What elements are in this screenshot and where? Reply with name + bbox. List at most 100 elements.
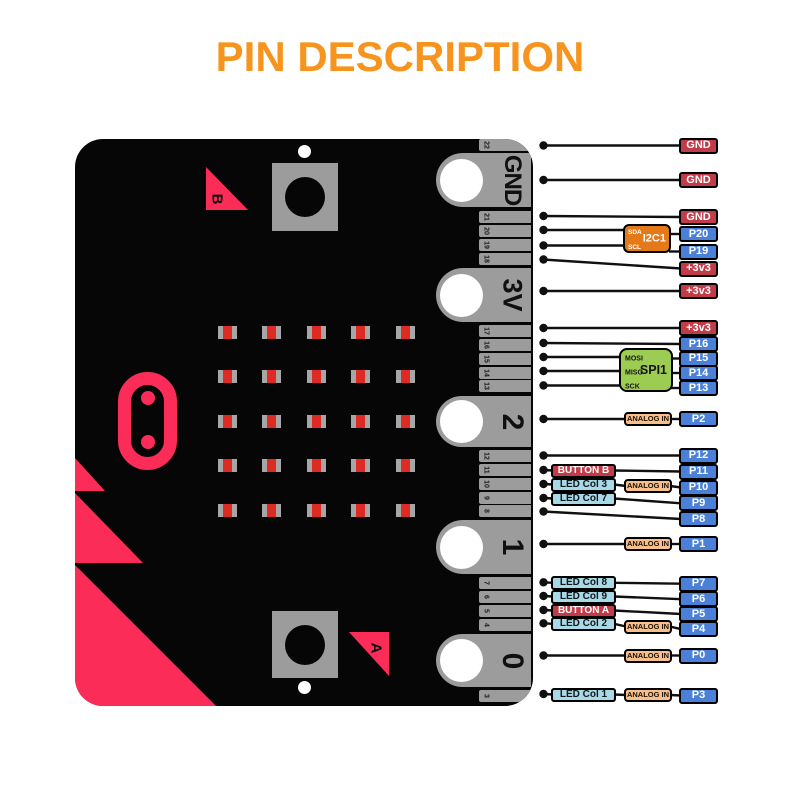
led-r4-c1 <box>217 459 237 472</box>
led-r1-c2 <box>262 325 281 339</box>
pin-box-p12: P12 <box>679 447 718 464</box>
mounting-hole-top <box>298 145 311 158</box>
edge-pad-hole <box>439 273 483 317</box>
pin-box-p11: P11 <box>679 463 718 480</box>
led-die <box>267 459 276 472</box>
led-die <box>311 459 321 472</box>
edge-pin-20 <box>479 224 531 237</box>
pin-box-p9: P9 <box>679 495 718 512</box>
label-button-a: BUTTON A <box>551 603 616 618</box>
button-a-dome <box>285 624 325 665</box>
led-die <box>311 503 321 517</box>
pin-box-p4: P4 <box>679 621 718 638</box>
pin-box-+3v3: +3v3 <box>679 283 718 299</box>
edge-pin-4 <box>479 619 531 631</box>
pin-box-p0: P0 <box>679 647 718 664</box>
edge-pad-hole <box>439 525 483 569</box>
pin-box-+3v3: +3v3 <box>679 260 718 277</box>
led-die <box>400 459 410 472</box>
group-sub-sck: SCK <box>625 383 640 391</box>
edge-pin-10 <box>479 477 531 490</box>
led-r5-c1 <box>217 503 237 517</box>
led-die <box>222 370 232 383</box>
led-die <box>400 370 410 383</box>
edge-pin-12 <box>479 450 531 462</box>
label-analog-in: ANALOG IN <box>624 479 672 493</box>
edge-pin-3 <box>479 690 531 702</box>
edge-pad-hole <box>439 639 483 682</box>
button-a <box>272 611 338 678</box>
led-die <box>356 370 365 383</box>
pin-box-p1: P1 <box>679 536 718 552</box>
led-die <box>267 325 276 339</box>
touch-logo-dot-top <box>141 391 155 405</box>
edge-pin-18 <box>479 252 531 265</box>
label-analog-in: ANALOG IN <box>624 412 672 426</box>
pin-box-+3v3: +3v3 <box>679 320 718 336</box>
led-die <box>311 325 321 339</box>
pin-box-p20: P20 <box>679 226 718 242</box>
pin-box-p2: P2 <box>679 411 718 427</box>
label-analog-in: ANALOG IN <box>624 537 672 551</box>
label-led-col-3: LED Col 3 <box>551 477 616 492</box>
pin-box-p7: P7 <box>679 575 718 592</box>
led-die <box>267 503 276 517</box>
button-b-dome <box>285 177 325 217</box>
led-r1-c5 <box>395 325 415 339</box>
pin-box-gnd: GND <box>679 209 718 225</box>
edge-pin-5 <box>479 605 531 617</box>
edge-pin-7 <box>479 576 531 589</box>
led-r2-c5 <box>395 370 415 383</box>
edge-pin-21 <box>479 211 531 223</box>
led-die <box>400 414 410 428</box>
pin-box-p8: P8 <box>679 511 718 527</box>
group-sub-scl: SCL <box>628 243 641 251</box>
edge-pin-8 <box>479 505 531 517</box>
led-die <box>222 503 232 517</box>
pin-box-p14: P14 <box>679 365 718 381</box>
edge-pin-13 <box>479 380 531 392</box>
pin-box-p19: P19 <box>679 243 718 260</box>
led-die <box>356 503 365 517</box>
led-die <box>311 370 321 383</box>
led-die <box>356 414 365 428</box>
led-r4-c4 <box>351 459 370 472</box>
edge-pin-16 <box>479 338 531 351</box>
led-r2-c4 <box>351 370 370 383</box>
led-die <box>267 370 276 383</box>
led-r5-c4 <box>351 503 370 517</box>
label-analog-in: ANALOG IN <box>624 688 672 702</box>
label-led-col-2: LED Col 2 <box>551 616 616 631</box>
led-die <box>356 325 365 339</box>
group-label-i2c1: I2C1 <box>642 232 666 244</box>
group-sub-miso: MISO <box>625 369 643 377</box>
pin-box-p10: P10 <box>679 479 718 496</box>
edge-pin-6 <box>479 591 531 603</box>
led-r3-c5 <box>395 414 415 428</box>
pin-box-p13: P13 <box>679 380 718 396</box>
led-r3-c4 <box>351 414 370 428</box>
edge-pin-11 <box>479 463 531 476</box>
pin-box-gnd: GND <box>679 137 718 154</box>
led-die <box>222 459 232 472</box>
edge-pad-hole <box>439 158 483 202</box>
touch-logo-dot-bottom <box>141 435 155 449</box>
edge-pin-19 <box>479 238 531 251</box>
edge-pin-17 <box>479 324 531 337</box>
edge-pin-14 <box>479 366 531 379</box>
led-die <box>311 414 321 428</box>
led-r1-c4 <box>351 325 370 339</box>
led-die <box>400 325 410 339</box>
mounting-hole-bottom <box>298 681 311 694</box>
led-die <box>267 414 276 428</box>
pin-box-p5: P5 <box>679 606 718 622</box>
label-led-col-9: LED Col 9 <box>551 589 616 604</box>
led-r5-c3 <box>306 503 326 517</box>
label-button-b: BUTTON B <box>551 463 616 478</box>
led-r1-c3 <box>306 325 326 339</box>
